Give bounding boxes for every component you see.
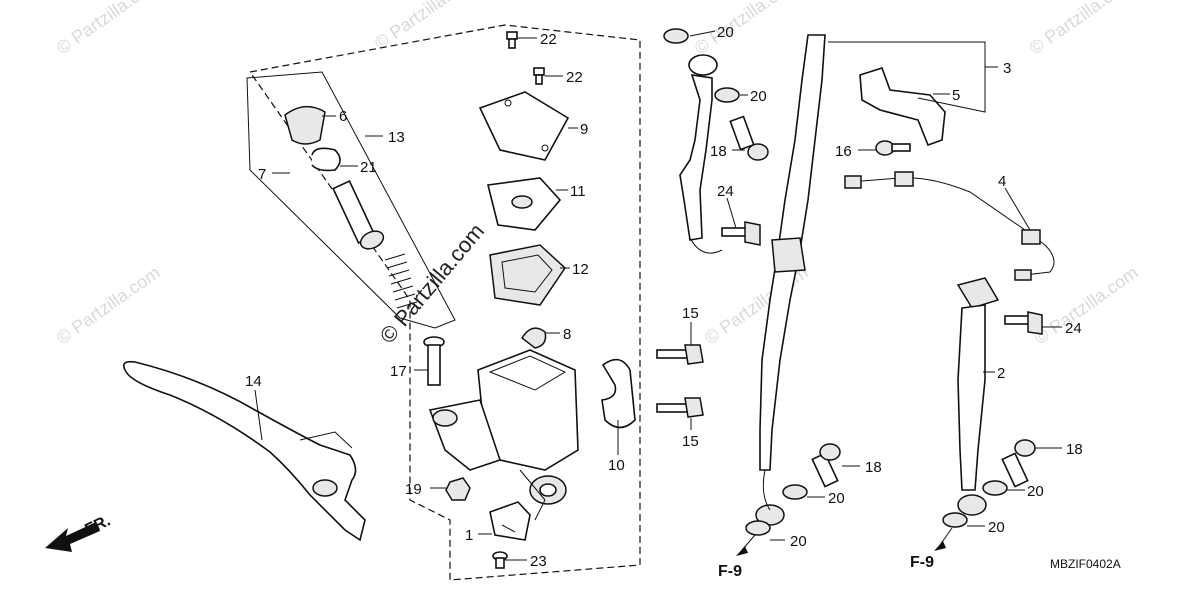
hose-bracket <box>859 67 946 147</box>
part-number: 22 <box>566 69 583 86</box>
assembly-outline <box>248 24 641 581</box>
screw <box>492 551 508 569</box>
part-labels: 1 2 3 4 5 6 7 8 9 10 11 12 13 14 15 15 1… <box>245 24 1083 570</box>
part-number: 4 <box>998 173 1006 190</box>
front-direction-indicator: FR. <box>45 512 113 552</box>
diaphragm <box>489 244 566 306</box>
sealing-washer <box>942 512 968 528</box>
oil-bolt <box>1001 439 1036 488</box>
part-number: 24 <box>717 183 734 200</box>
holder-bolt <box>656 344 704 365</box>
piston-kit-outline <box>246 71 456 329</box>
leader-lines <box>254 30 1062 561</box>
part-number: 11 <box>570 183 586 200</box>
brake-hose-upper <box>663 28 723 254</box>
circlip <box>311 147 341 172</box>
part-number: 20 <box>750 88 767 105</box>
sealing-washer <box>982 480 1008 496</box>
brake-switch <box>489 501 531 541</box>
reference-label: F-9 <box>910 554 934 571</box>
watermark: © Partzilla.com <box>1031 262 1142 348</box>
part-number: 22 <box>540 31 557 48</box>
part-number: 19 <box>405 481 422 498</box>
part-number: 10 <box>608 457 625 474</box>
part-number: 15 <box>682 433 699 450</box>
part-number: 3 <box>1003 60 1011 77</box>
part-number: 16 <box>835 143 852 160</box>
diagram-code: MBZIF0402A <box>1050 557 1121 571</box>
part-number: 18 <box>1066 441 1083 458</box>
watermark: © Partzilla.com <box>53 0 164 58</box>
oil-bolt <box>811 443 841 488</box>
part-number: 12 <box>572 261 589 278</box>
oil-bolt <box>729 115 769 161</box>
watermark: © Partzilla.com <box>53 262 164 348</box>
reference-arrows <box>736 527 953 556</box>
part-number: 20 <box>988 519 1005 536</box>
master-cylinder-body <box>428 349 579 521</box>
sealing-washer <box>714 87 740 103</box>
boot <box>284 106 326 145</box>
part-number: 20 <box>1027 483 1044 500</box>
sealing-washer <box>745 520 771 536</box>
spring <box>384 253 418 309</box>
part-number: 1 <box>465 527 473 544</box>
part-number: 20 <box>790 533 807 550</box>
diaphragm-plate <box>487 177 562 231</box>
front-label: FR. <box>83 512 114 538</box>
watermark: © Partzilla.com <box>1026 0 1137 58</box>
part-number: 20 <box>717 24 734 41</box>
part-number: 20 <box>828 490 845 507</box>
pivot-bolt <box>423 336 445 386</box>
screw <box>506 31 518 49</box>
brake-lever <box>122 360 366 542</box>
screw <box>533 67 545 85</box>
part-number: 18 <box>865 459 882 476</box>
holder-bolt <box>656 397 704 418</box>
part-number: 9 <box>580 121 588 138</box>
watermark: © Partzilla.com <box>371 0 482 53</box>
brake-hose-lower <box>956 277 1000 516</box>
brake-hose-main <box>755 34 826 526</box>
part-number: 14 <box>245 373 262 390</box>
part-number: 13 <box>388 129 405 146</box>
part-number: 18 <box>710 143 727 160</box>
part-number: 24 <box>1065 320 1082 337</box>
sealing-washer <box>782 484 808 500</box>
part-number: 15 <box>682 305 699 322</box>
nut <box>445 477 471 501</box>
reference-label: F-9 <box>718 563 742 580</box>
cap <box>521 327 547 349</box>
bracket-bolt <box>875 140 911 156</box>
part-number: 6 <box>339 108 347 125</box>
part-number: 5 <box>952 87 960 104</box>
part-number: 21 <box>360 159 377 176</box>
part-number: 17 <box>390 363 407 380</box>
part-number: 7 <box>258 166 266 183</box>
watermark: © Partzilla.com <box>691 0 802 58</box>
bolt <box>721 221 761 246</box>
brake-pipe <box>844 171 1055 281</box>
part-number: 8 <box>563 326 571 343</box>
part-number: 2 <box>997 365 1005 382</box>
piston <box>332 179 385 250</box>
part-number: 23 <box>530 553 547 570</box>
holder <box>601 358 636 429</box>
reservoir-cap <box>478 91 570 161</box>
bolt <box>1004 311 1043 335</box>
